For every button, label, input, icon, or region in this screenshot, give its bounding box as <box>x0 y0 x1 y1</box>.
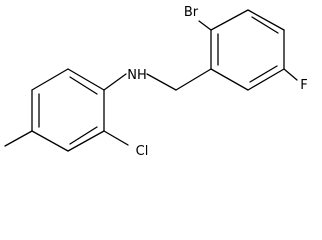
bonds <box>4 9 298 152</box>
atom-label-nitrogen: NH <box>127 68 147 83</box>
bond <box>67 68 105 91</box>
bond <box>210 9 249 31</box>
atom-label-fluorine: F <box>300 78 307 93</box>
bond <box>247 9 285 31</box>
bond <box>103 130 129 146</box>
atom-label-bromine: Br <box>184 5 199 20</box>
bond <box>31 68 69 91</box>
molecule-structure-diagram: Br F NH Cl <box>4 5 308 157</box>
bond <box>210 68 249 91</box>
bond-double-inner <box>69 76 98 95</box>
bond <box>175 68 212 91</box>
bond <box>4 130 33 147</box>
atom-labels: Br F NH Cl <box>127 5 307 157</box>
bond <box>283 68 298 81</box>
bond <box>103 73 127 91</box>
bond-double-inner <box>69 126 98 145</box>
bond <box>31 130 69 152</box>
bond <box>247 68 285 91</box>
bond <box>67 130 105 152</box>
atom-label-chlorine: Cl <box>136 144 149 157</box>
bond <box>198 20 212 31</box>
bond <box>146 73 177 91</box>
bond-double-inner <box>249 65 278 83</box>
bond-double-inner <box>251 16 279 34</box>
